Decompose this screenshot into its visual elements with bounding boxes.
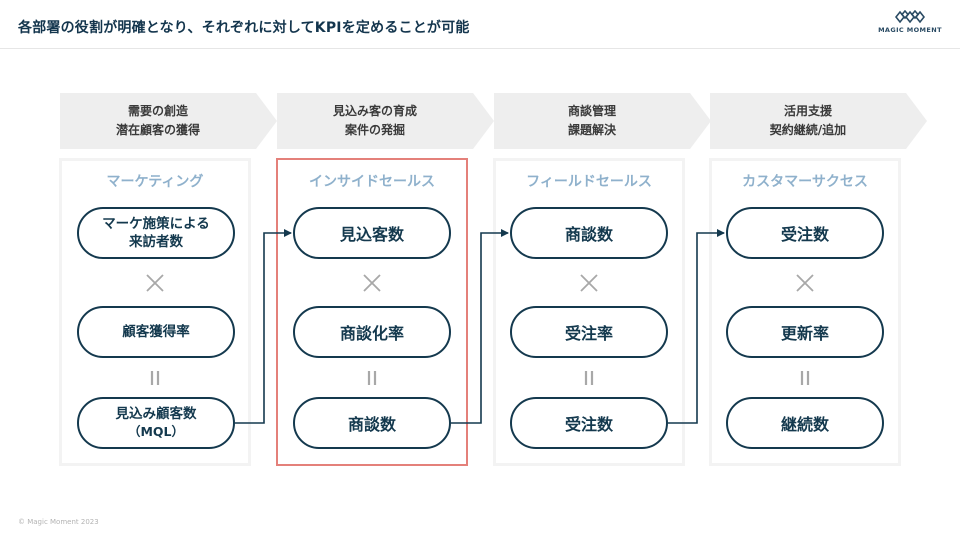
multiply-icon [796, 274, 814, 292]
kpi-mql-line1: 見込み顧客数 [115, 406, 197, 422]
kpi-label: 商談数 [564, 225, 613, 244]
kpi-label: 受注数 [564, 415, 613, 434]
phase-chevron-shape [277, 93, 494, 149]
equals-icon [584, 371, 594, 385]
copyright-text: © Magic Moment 2023 [18, 518, 99, 526]
kpi-acquisition-rate: 顧客獲得率 [77, 306, 235, 358]
kpi-label: 見込客数 [339, 225, 404, 244]
kpi-mql: 見込み顧客数 （MQL） [77, 397, 235, 449]
kpi-opportunity-rate: 商談化率 [293, 306, 451, 358]
kpi-continuations: 継続数 [726, 397, 884, 449]
column-title: フィールドセールス [526, 174, 652, 190]
kpi-orders: 受注数 [726, 207, 884, 259]
arrow-marketing-to-inside-sales [235, 229, 292, 424]
kpi-renewal-rate: 更新率 [726, 306, 884, 358]
kpi-label: 継続数 [780, 415, 829, 434]
kpi-label: 商談数 [347, 415, 396, 434]
phase-line2: 案件の発掘 [344, 123, 405, 137]
header-divider [0, 48, 960, 49]
phase-line1: 活用支援 [783, 104, 832, 118]
kpi-label: 受注数 [780, 225, 829, 244]
phase-line1: 商談管理 [567, 104, 616, 118]
phase-chevron-shape [710, 93, 927, 149]
kpi-leads: 見込客数 [293, 207, 451, 259]
kpi-orders: 受注数 [510, 397, 668, 449]
page-title: 各部署の役割が明確となり、それぞれに対してKPIを定めることが可能 [18, 20, 470, 36]
logo-diamonds-icon [895, 10, 925, 24]
phase-line1: 見込み客の育成 [332, 104, 417, 118]
column-title: マーケティング [106, 174, 204, 190]
kpi-visitors-line1: マーケ施策による [102, 216, 210, 232]
multiply-icon [363, 274, 381, 292]
phase-line2: 契約継続/追加 [769, 123, 847, 137]
kpi-visitors-line2: 来訪者数 [129, 234, 183, 250]
logo-text: MAGIC MOMENT [878, 26, 942, 34]
phase-line1: 需要の創造 [127, 104, 188, 118]
phase-chevron-shape [60, 93, 277, 149]
multiply-icon [146, 274, 164, 292]
arrow-field-sales-to-customer-success [668, 229, 725, 424]
column-title: カスタマーサクセス [742, 174, 868, 190]
phase-line2: 課題解決 [567, 123, 616, 137]
phase-chevron-shape [494, 93, 711, 149]
equals-icon [800, 371, 810, 385]
magic-moment-logo: MAGIC MOMENT [872, 10, 948, 42]
arrow-inside-sales-to-field-sales [451, 229, 509, 424]
kpi-opportunities: 商談数 [293, 397, 451, 449]
kpi-label: 商談化率 [339, 324, 404, 343]
multiply-icon [580, 274, 598, 292]
column-title: インサイドセールス [309, 174, 435, 190]
kpi-label: 更新率 [780, 324, 829, 343]
equals-icon [367, 371, 377, 385]
kpi-label: 顧客獲得率 [122, 324, 190, 340]
kpi-opportunities: 商談数 [510, 207, 668, 259]
kpi-mql-line2: （MQL） [127, 424, 185, 439]
phase-line2: 潜在顧客の獲得 [115, 123, 200, 137]
kpi-label: 受注率 [564, 324, 613, 343]
kpi-win-rate: 受注率 [510, 306, 668, 358]
equals-icon [150, 371, 160, 385]
kpi-visitors: マーケ施策による 来訪者数 [77, 207, 235, 259]
